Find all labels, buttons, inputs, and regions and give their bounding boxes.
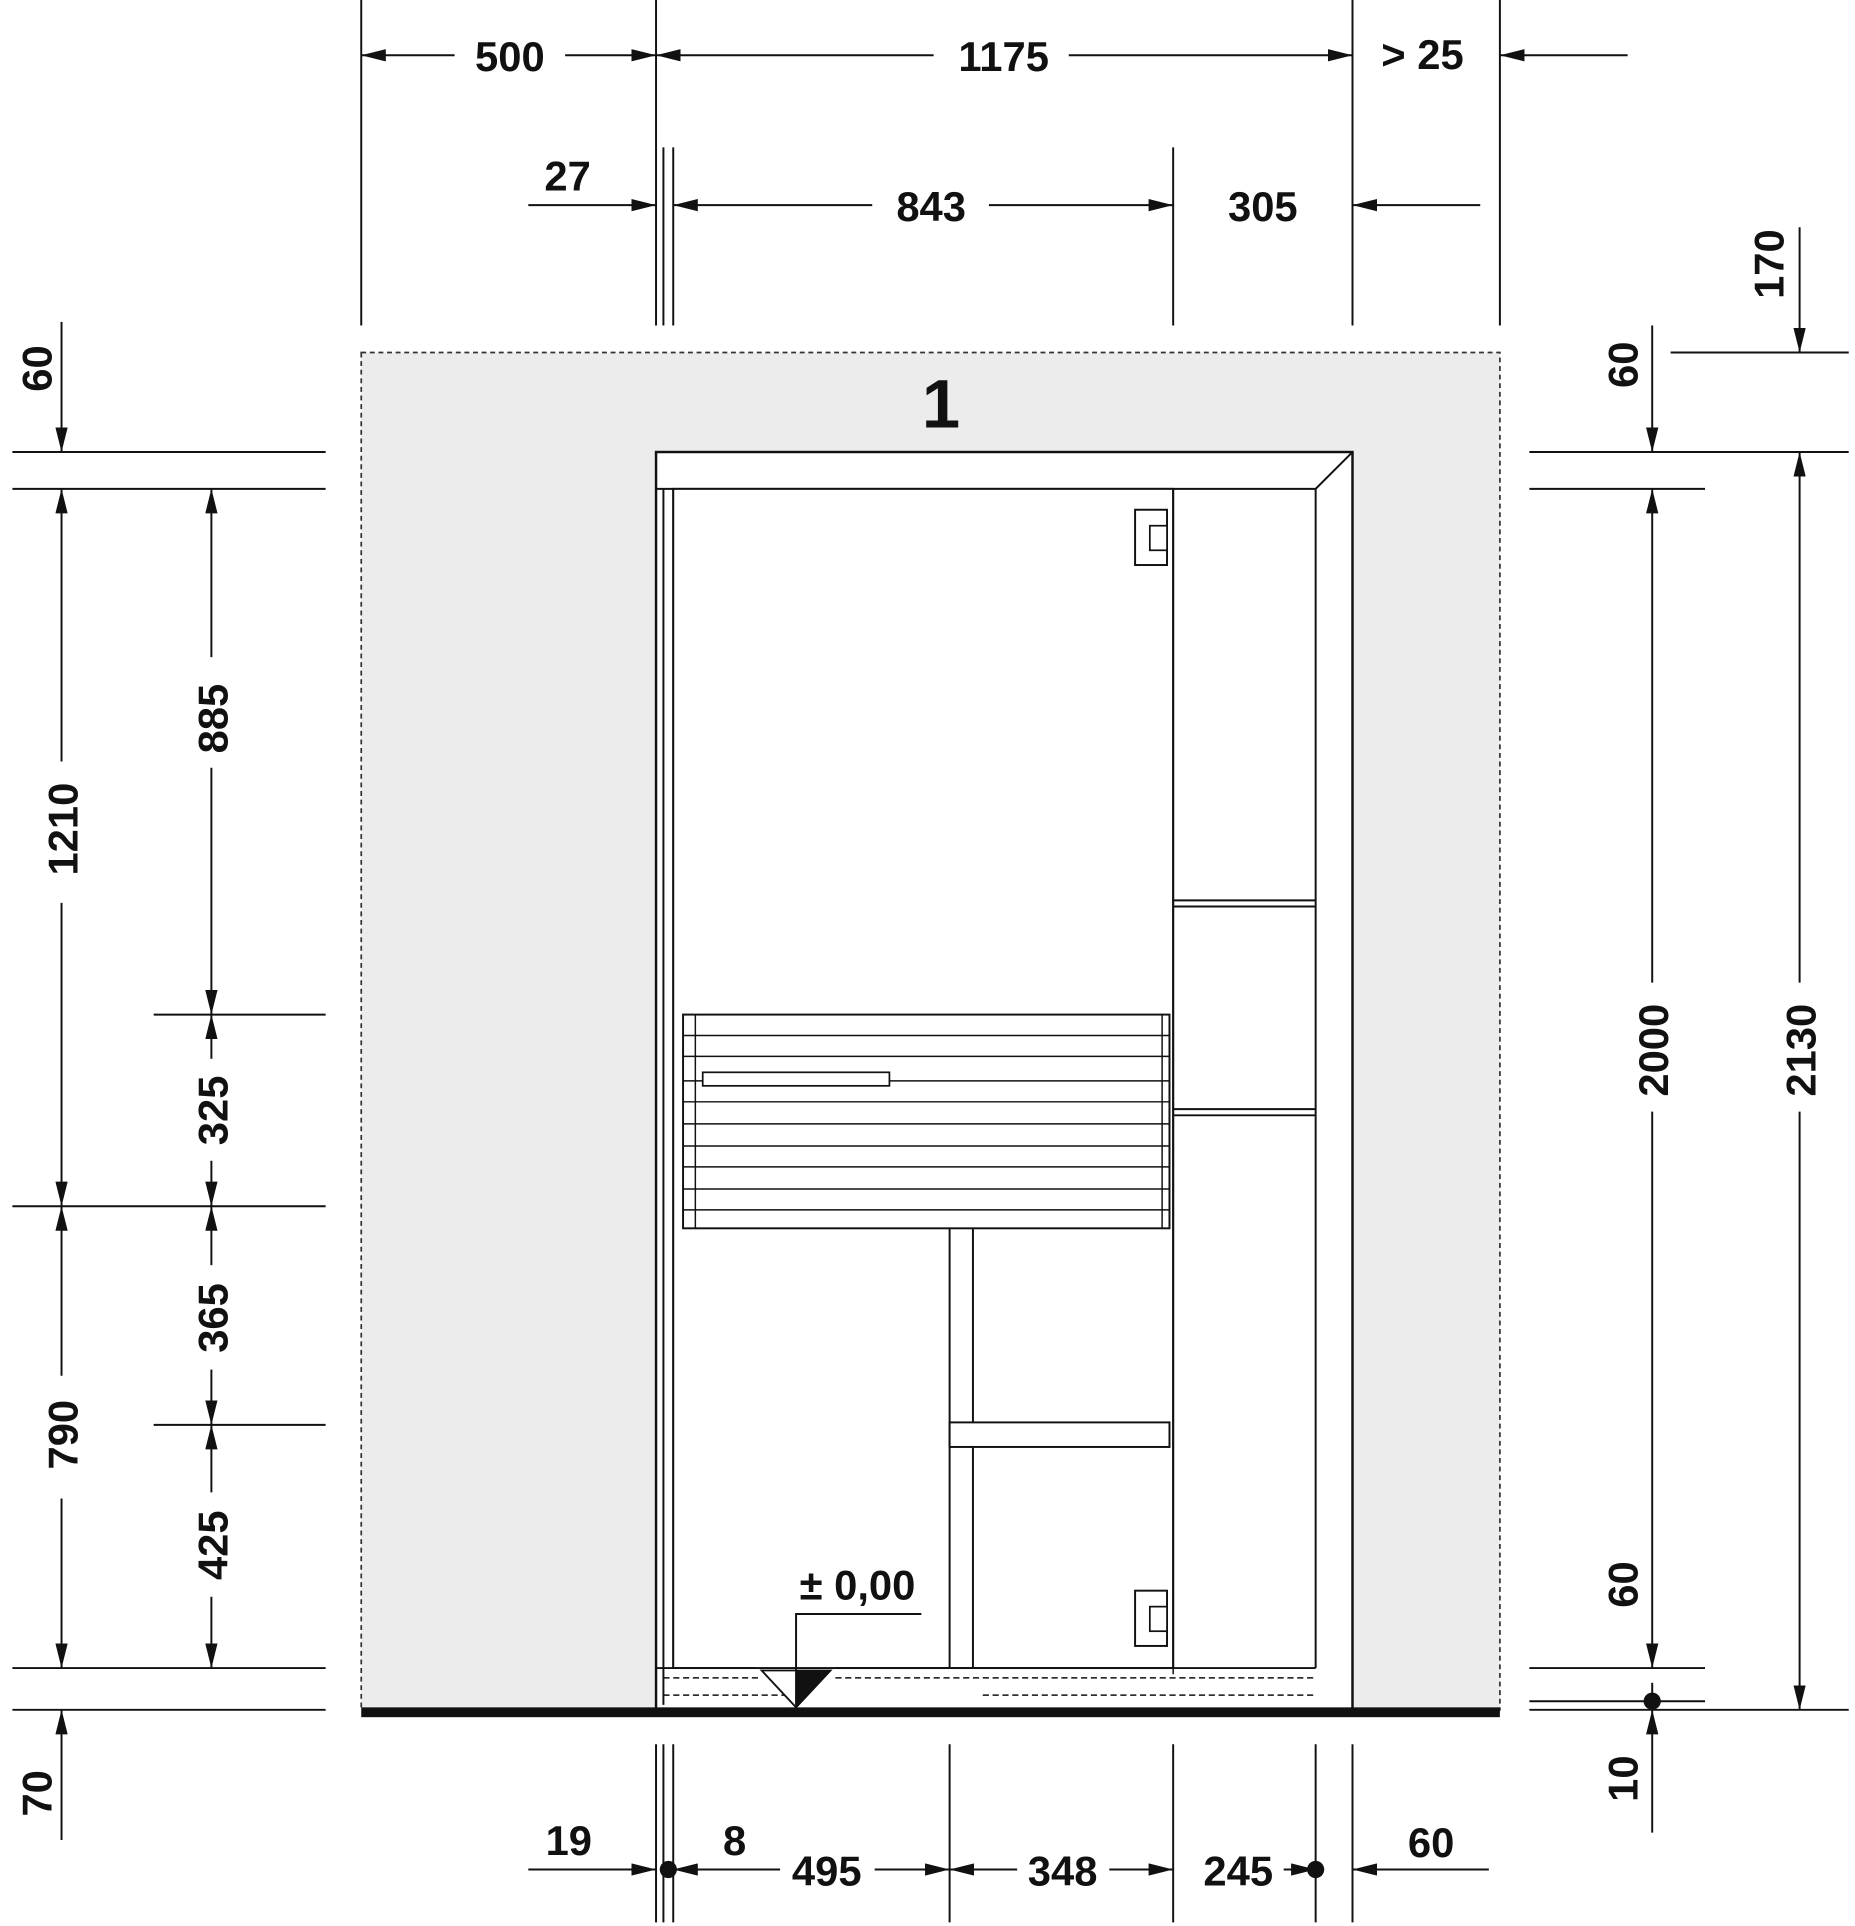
floor-line	[361, 1707, 1500, 1718]
dim-790: 790	[40, 1400, 87, 1470]
side-panel	[1172, 488, 1316, 1669]
dim-19: 19	[546, 1817, 592, 1864]
dim-245: 245	[1203, 1847, 1273, 1894]
dim-170: 170	[1746, 229, 1793, 299]
dim-27: 27	[544, 152, 590, 199]
dim-60-bottom: 60	[1408, 1819, 1454, 1866]
dim-2000: 2000	[1630, 1004, 1677, 1097]
dim-8: 8	[723, 1817, 746, 1864]
position-label: 1	[922, 365, 960, 442]
dim-495: 495	[792, 1847, 862, 1894]
dim-348: 348	[1028, 1847, 1098, 1894]
dim-325: 325	[189, 1076, 236, 1146]
level-marker: ± 0,00	[759, 1561, 922, 1709]
dim-gt-25: > 25	[1381, 31, 1463, 78]
dimensions: 500 1175 > 25 27 843 305 60 1210 790 70 …	[12, 0, 1849, 1923]
sauna-cabin	[654, 450, 1354, 1712]
dim-10: 10	[1599, 1755, 1646, 1801]
dim-60-left: 60	[14, 345, 61, 391]
dim-70: 70	[14, 1770, 61, 1816]
dim-425: 425	[189, 1510, 236, 1580]
dim-500: 500	[475, 33, 545, 80]
dim-305: 305	[1228, 183, 1298, 230]
hinge-icon	[1134, 508, 1169, 1647]
dim-365: 365	[189, 1283, 236, 1353]
level-label: ± 0,00	[800, 1561, 916, 1608]
bench	[682, 1013, 1171, 1669]
threshold	[656, 1667, 1316, 1696]
dim-885: 885	[189, 684, 236, 754]
dim-1175: 1175	[958, 33, 1049, 80]
dim-60-right-top: 60	[1599, 342, 1646, 388]
dim-843: 843	[896, 183, 966, 230]
dim-1210: 1210	[40, 783, 87, 876]
dim-2130: 2130	[1778, 1004, 1825, 1097]
dim-60-right-bottom: 60	[1599, 1561, 1646, 1607]
